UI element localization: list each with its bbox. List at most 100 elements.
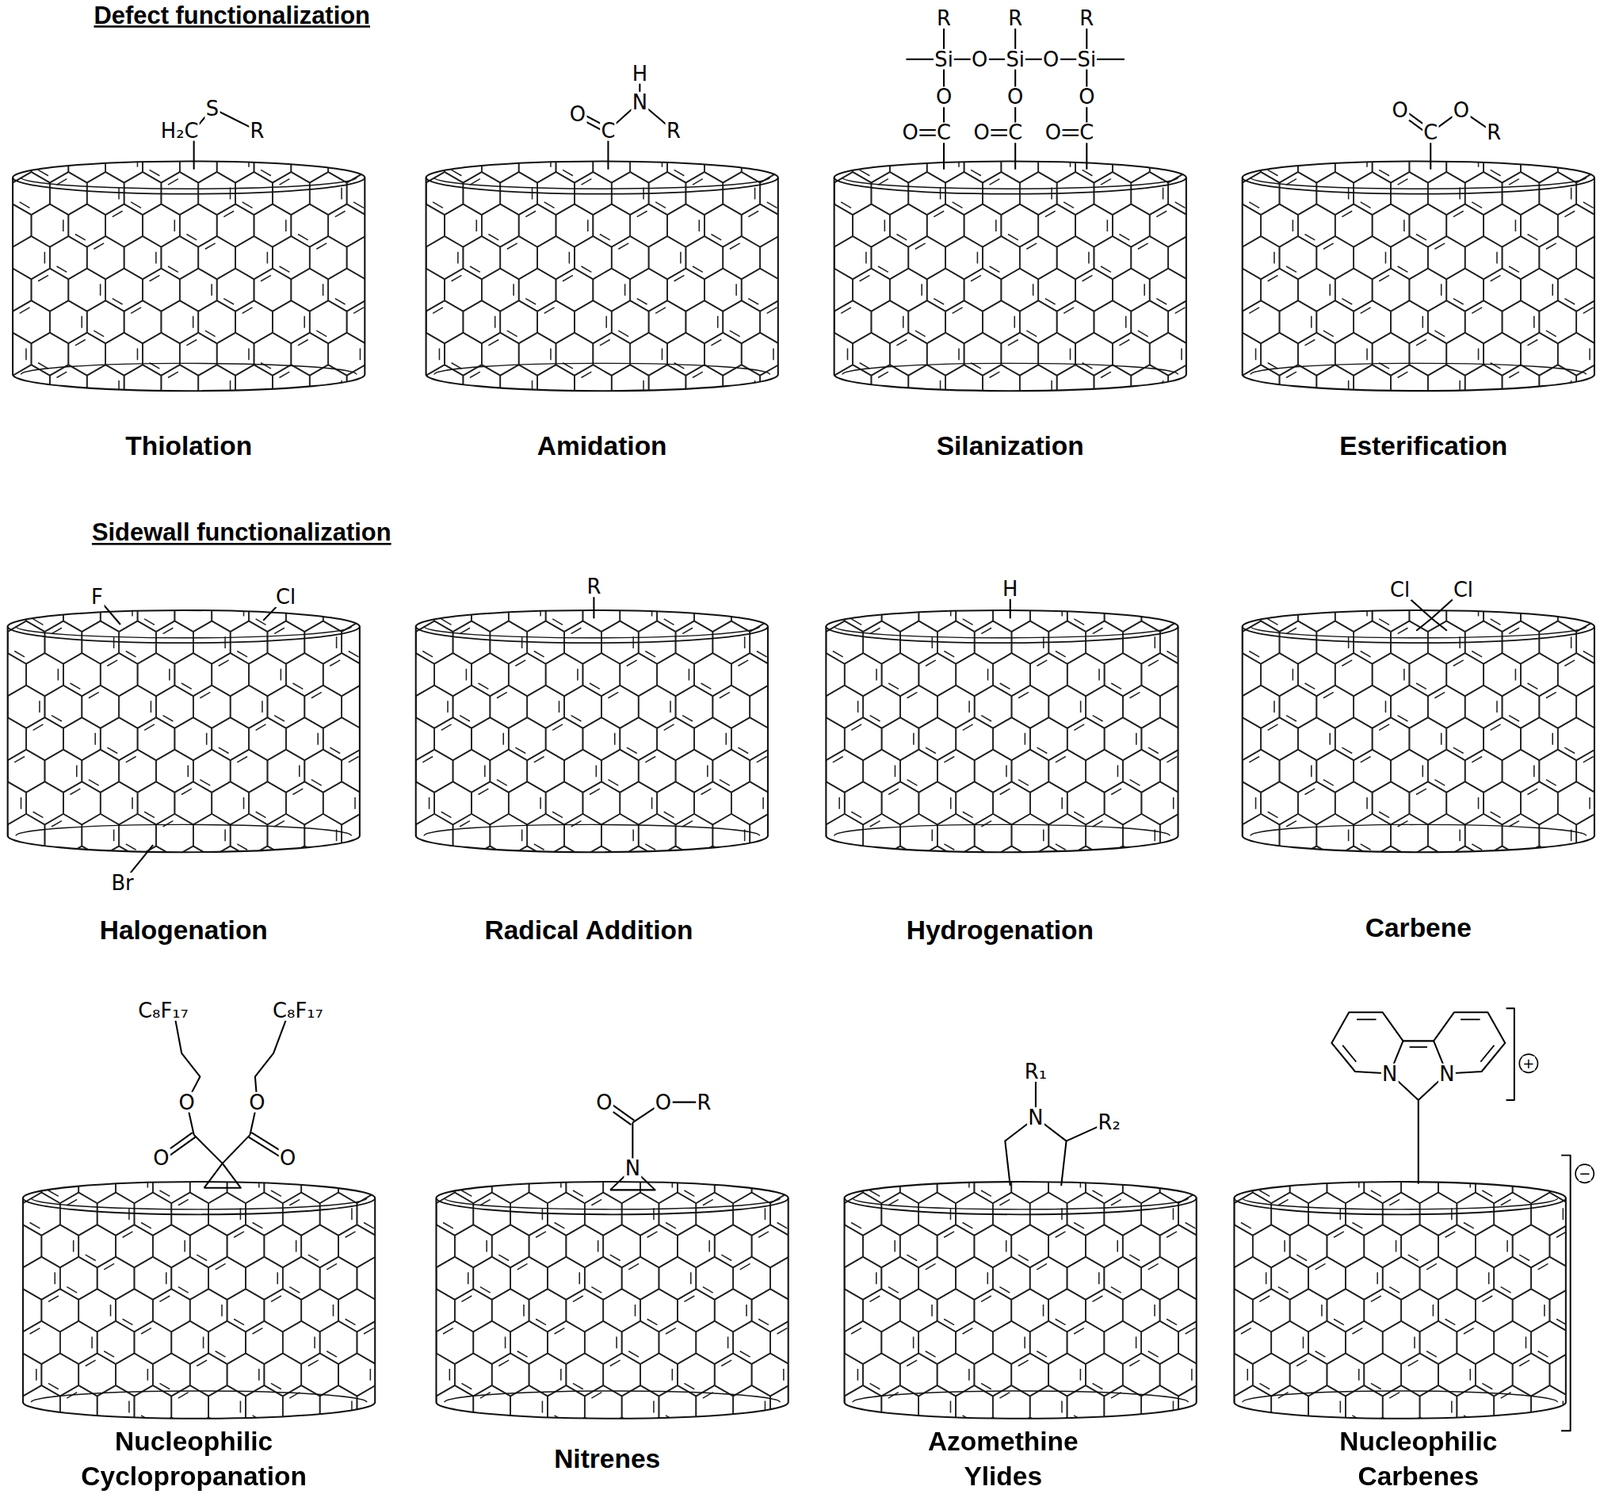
hexagon [731,845,769,889]
double-bond [1236,187,1238,200]
double-bond [316,733,319,745]
double-bond [163,821,174,827]
double-bond [748,404,759,410]
double-bond [576,668,579,681]
double-bond [387,1254,398,1261]
double-bond [754,187,757,200]
hexagon [190,1352,228,1396]
hexagon [619,652,657,696]
hexagon [115,1224,153,1268]
double-bond [57,371,68,378]
hexagon [1595,845,1600,889]
hexagon [955,781,993,825]
double-bond [385,779,396,786]
hexagon [426,236,464,279]
hexagon [1353,300,1391,344]
double-bond [196,1359,207,1366]
double-bond [267,252,269,264]
hexagon [667,332,705,376]
hexagon [630,332,668,376]
hexagon [667,268,705,312]
hexagon [582,781,620,825]
hexagon [1186,268,1224,312]
hexagon [752,1160,790,1203]
double-bond [187,764,190,777]
double-bond [820,636,822,649]
double-bond [329,852,340,859]
double-bond [1305,683,1316,689]
hexagon [245,1256,283,1300]
double-bond [260,362,272,369]
double-bond [233,1318,245,1325]
double-bond [196,1167,207,1173]
nanotube-lattice [380,1160,844,1461]
hexagon [1557,268,1596,312]
hexagon [304,813,342,857]
hexagon [1372,781,1410,825]
hexagon [1075,204,1113,248]
double-bond [1397,715,1409,722]
double-bond [14,843,25,850]
hexagon [1067,781,1105,825]
double-bond [785,233,796,240]
double-bond [258,1368,260,1381]
hexagon [1372,204,1410,248]
double-bond [1546,779,1557,786]
hexagon [1187,332,1225,376]
double-bond [1360,650,1371,657]
hexagon [365,139,403,183]
double-bond [476,219,478,232]
double-bond [1175,307,1186,314]
hexagon [489,621,527,665]
double-bond [252,1222,264,1229]
hexagon [964,332,1002,376]
hexagon [227,1288,265,1332]
hexagon [974,685,1012,729]
double-bond [308,1167,319,1173]
double-bond [674,274,685,281]
double-bond [279,266,291,272]
hexagon [714,1160,753,1203]
double-bond [0,298,12,305]
double-bond [72,1432,75,1445]
hexagon [1335,652,1373,696]
double-bond [25,155,27,168]
hexagon [453,749,491,793]
double-bond [838,797,841,810]
hexagon [78,1288,116,1332]
double-bond [181,683,192,689]
hexagon [1298,139,1336,183]
double-bond [785,274,796,281]
double-bond [710,427,722,433]
hexagon [1242,749,1280,793]
hexagon [1186,845,1224,889]
double-bond [748,298,759,305]
hexagon [31,139,69,183]
hexagon [1260,204,1299,248]
double-bond [981,821,992,827]
double-bond [144,618,155,625]
double-bond [1008,146,1019,153]
hexagon [1186,781,1224,825]
hexagon [208,1321,246,1364]
hexagon [1520,139,1558,183]
hexagon [1178,845,1216,889]
double-bond [581,266,592,272]
hexagon [198,364,236,408]
double-bond [968,700,970,713]
hexagon [471,781,509,825]
hexagon [118,749,157,793]
hexagon [230,749,268,793]
hexagon [1019,364,1058,408]
double-bond [710,339,722,346]
double-bond [297,146,309,153]
nanotube-rim [426,177,779,195]
hexagon [786,621,825,665]
double-bond [390,179,401,185]
nanotube-rim [30,1198,367,1210]
hexagon [378,749,417,793]
hexagon [378,621,417,665]
double-bond [308,1359,319,1366]
double-bond [1440,283,1443,296]
hexagon [105,268,143,312]
